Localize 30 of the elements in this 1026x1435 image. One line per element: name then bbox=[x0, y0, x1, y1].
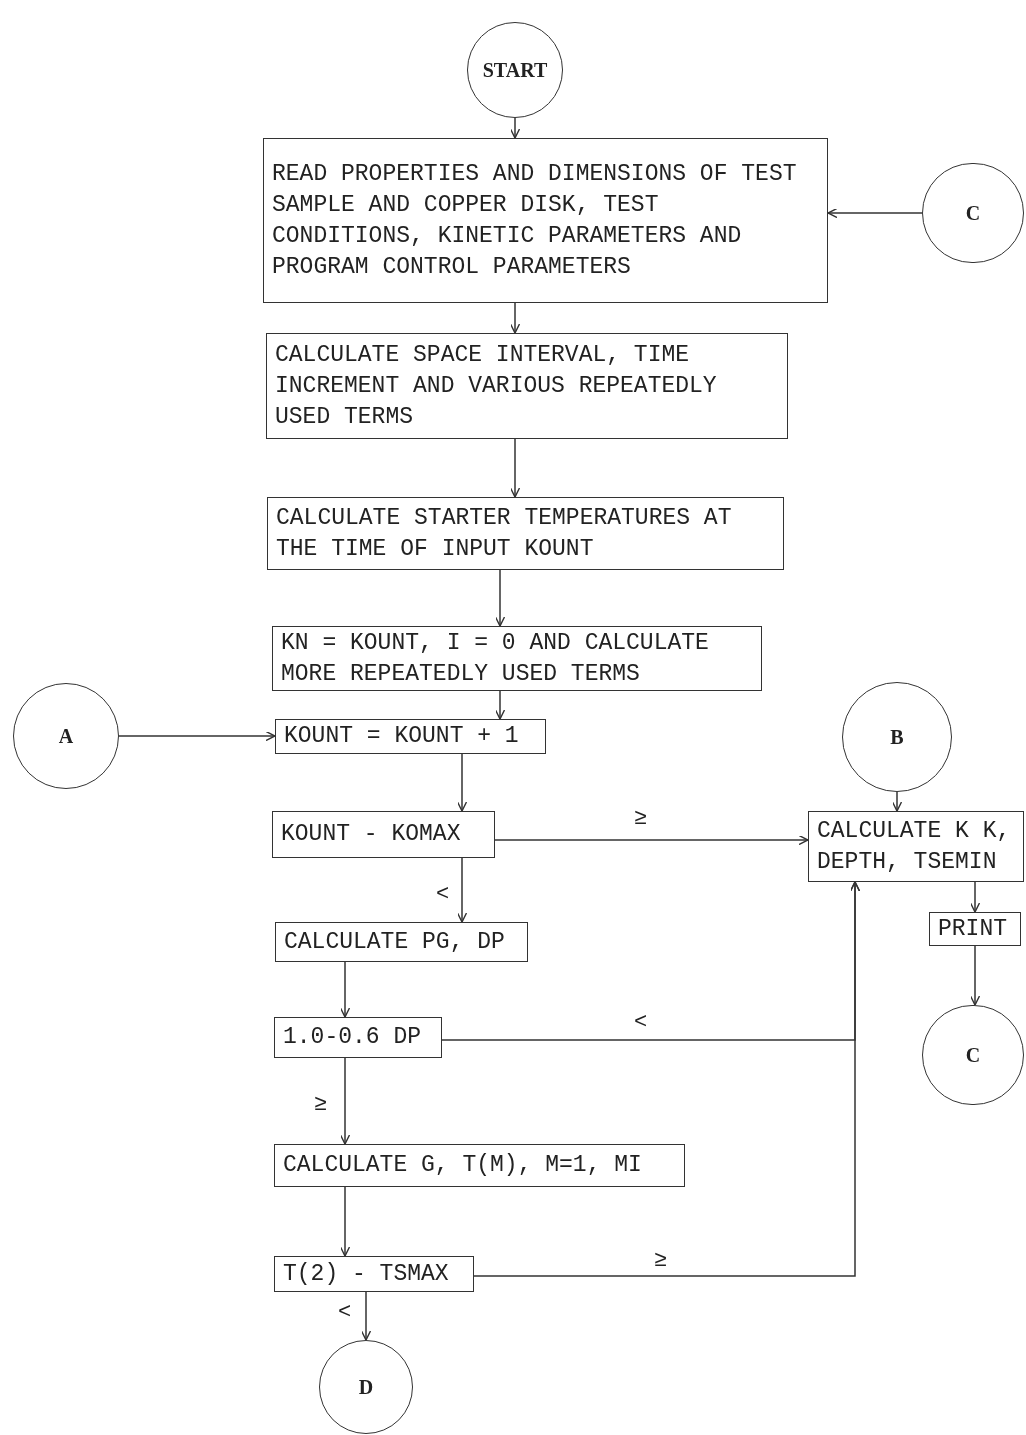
process-box: KOUNT - KOMAX bbox=[272, 811, 495, 858]
process-box: KN = KOUNT, I = 0 AND CALCULATE MORE REPEATEDLY USED TERMS bbox=[272, 626, 762, 691]
process-box: CALCULATE PG, DP bbox=[275, 922, 528, 962]
process-box: READ PROPERTIES AND DIMENSIONS OF TEST SAMPLE AND COPPER DISK, TEST CONDITIONS, KINETIC PARAMETERS AND PROGRAM CONTROL PARAMETERS bbox=[263, 138, 828, 303]
arrow bbox=[969, 945, 981, 1006]
arrow bbox=[456, 857, 468, 923]
process-box: CALCULATE K K, DEPTH, TSEMIN bbox=[808, 811, 1024, 882]
arrow bbox=[827, 207, 923, 219]
arrow bbox=[339, 961, 351, 1018]
arrow bbox=[509, 438, 521, 498]
process-box: CALCULATE G, T(M), M=1, MI bbox=[274, 1144, 685, 1187]
arrow bbox=[494, 834, 809, 846]
process-box: CALCULATE SPACE INTERVAL, TIME INCREMENT AND VARIOUS REPEATEDLY USED TERMS bbox=[266, 333, 788, 439]
arrow bbox=[339, 1186, 351, 1257]
process-box: CALCULATE STARTER TEMPERATURES AT THE TIME OF INPUT KOUNT bbox=[267, 497, 784, 570]
arrow bbox=[891, 791, 903, 812]
arrow bbox=[360, 1291, 372, 1341]
arrow bbox=[456, 753, 468, 812]
process-box: T(2) - TSMAX bbox=[274, 1256, 474, 1292]
process-box: KOUNT = KOUNT + 1 bbox=[275, 719, 546, 754]
arrow bbox=[473, 881, 861, 1277]
arrow bbox=[118, 730, 276, 742]
arrow bbox=[339, 1057, 351, 1145]
arrow bbox=[969, 881, 981, 913]
arrow bbox=[509, 302, 521, 334]
arrow bbox=[494, 569, 506, 627]
process-box: PRINT bbox=[929, 912, 1021, 946]
arrow bbox=[509, 117, 521, 139]
process-box: 1.0-0.6 DP bbox=[274, 1017, 442, 1058]
arrow bbox=[494, 690, 506, 720]
